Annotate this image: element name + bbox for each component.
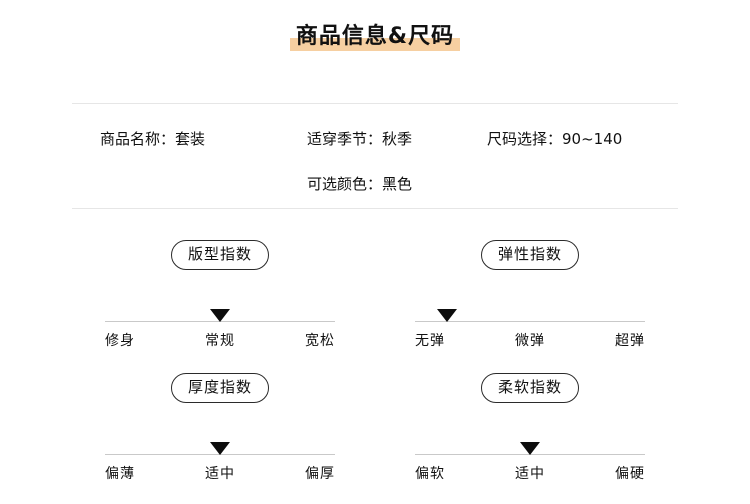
info-value-product-name: 套装 — [175, 130, 206, 148]
page-title-container: 商品信息&尺码 — [0, 22, 750, 52]
scale-marker-triangle-elasticity — [437, 309, 457, 322]
index-pill-container-thickness: 厚度指数 — [70, 373, 370, 403]
index-block-fit: 版型指数 修身 常规 宽松 — [70, 240, 370, 360]
divider-bottom — [72, 208, 678, 209]
index-scale-softness: 偏软 适中 偏硬 — [380, 430, 680, 482]
info-label-season: 适穿季节： — [307, 130, 383, 148]
index-scale-elasticity: 无弹 微弹 超弹 — [380, 297, 680, 349]
scale-label-fit-2: 宽松 — [305, 333, 335, 349]
title-highlight-bar — [289, 38, 461, 51]
scale-marker-triangle-fit — [210, 309, 230, 322]
scale-label-thickness-1: 适中 — [205, 466, 235, 482]
scale-labels-elasticity: 无弹 微弹 超弹 — [380, 330, 680, 352]
scale-labels-fit: 修身 常规 宽松 — [70, 330, 370, 352]
page-title-text: 商品信息&尺码 — [295, 24, 455, 49]
index-pill-container-elasticity: 弹性指数 — [380, 240, 680, 270]
index-scale-thickness: 偏薄 适中 偏厚 — [70, 430, 370, 482]
index-block-elasticity: 弹性指数 无弹 微弹 超弹 — [380, 240, 680, 360]
scale-label-thickness-2: 偏厚 — [305, 466, 335, 482]
scale-label-softness-1: 适中 — [515, 466, 545, 482]
scale-marker-triangle-softness — [520, 442, 540, 455]
scale-label-softness-2: 偏硬 — [615, 466, 645, 482]
info-label-size-range: 尺码选择： — [487, 130, 563, 148]
info-value-season: 秋季 — [382, 130, 413, 148]
scale-label-elasticity-0: 无弹 — [415, 333, 445, 349]
info-value-size-range: 90~140 — [562, 130, 623, 148]
index-block-softness: 柔软指数 偏软 适中 偏硬 — [380, 373, 680, 493]
info-cell-product-name: 商品名称：套装 — [100, 127, 205, 151]
scale-marker-triangle-thickness — [210, 442, 230, 455]
index-pill-softness: 柔软指数 — [480, 373, 579, 403]
scale-label-elasticity-2: 超弹 — [615, 333, 645, 349]
scale-label-thickness-0: 偏薄 — [105, 466, 135, 482]
scale-labels-thickness: 偏薄 适中 偏厚 — [70, 463, 370, 485]
info-row-primary: 商品名称：套装 适穿季节：秋季 尺码选择：90~140 — [72, 127, 678, 151]
scale-label-elasticity-1: 微弹 — [515, 333, 545, 349]
info-cell-season: 适穿季节：秋季 — [307, 127, 412, 151]
index-pill-container-fit: 版型指数 — [70, 240, 370, 270]
info-cell-size-range: 尺码选择：90~140 — [487, 127, 622, 151]
info-value-color: 黑色 — [382, 175, 413, 193]
scale-label-softness-0: 偏软 — [415, 466, 445, 482]
scale-label-fit-1: 常规 — [205, 333, 235, 349]
index-block-thickness: 厚度指数 偏薄 适中 偏厚 — [70, 373, 370, 493]
info-label-color: 可选颜色： — [307, 175, 383, 193]
info-row-secondary: 可选颜色：黑色 — [72, 172, 678, 196]
scale-label-fit-0: 修身 — [105, 333, 135, 349]
index-pill-container-softness: 柔软指数 — [380, 373, 680, 403]
index-scale-fit: 修身 常规 宽松 — [70, 297, 370, 349]
index-pill-elasticity: 弹性指数 — [480, 240, 579, 270]
index-pill-thickness: 厚度指数 — [170, 373, 269, 403]
info-cell-color: 可选颜色：黑色 — [307, 172, 412, 196]
index-pill-fit: 版型指数 — [170, 240, 269, 270]
scale-line-elasticity — [415, 321, 645, 322]
divider-top — [72, 103, 678, 104]
page-title: 商品信息&尺码 — [289, 22, 461, 52]
scale-labels-softness: 偏软 适中 偏硬 — [380, 463, 680, 485]
info-label-product-name: 商品名称： — [100, 130, 176, 148]
